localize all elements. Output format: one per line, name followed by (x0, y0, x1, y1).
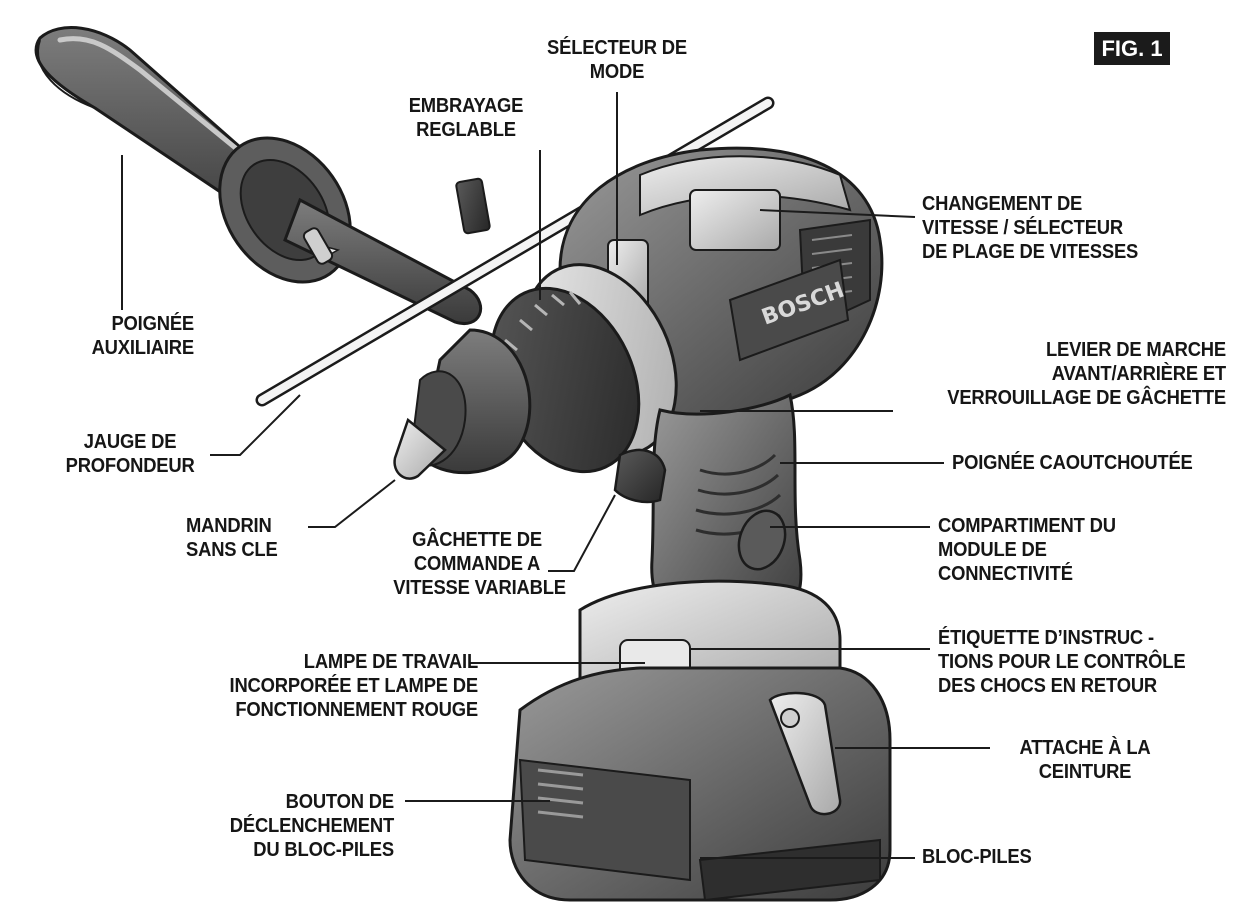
label-line: LAMPE DE TRAVAIL (303, 651, 478, 673)
mode-selector-label: SÉLECTEUR DE MODE (539, 36, 695, 84)
label-line: FONCTIONNEMENT ROUGE (235, 699, 478, 721)
label-line: DU BLOC-PILES (253, 839, 394, 861)
connectivity-module-label: COMPARTIMENT DU MODULE DE CONNECTIVITÉ (938, 514, 1116, 586)
rubber-grip-label: POIGNÉE CAOUTCHOUTÉE (952, 451, 1193, 475)
label-line: CHANGEMENT DE (922, 193, 1083, 215)
work-light-label: LAMPE DE TRAVAIL INCORPORÉE ET LAMPE DE … (204, 650, 479, 722)
label-line: EMBRAYAGE (408, 95, 524, 117)
label-line: DÉCLENCHEMENT (229, 815, 394, 837)
label-line: SANS CLE (186, 539, 278, 561)
label-line: VERROUILLAGE DE GÂCHETTE (947, 387, 1226, 409)
label-line: DES CHOCS EN RETOUR (938, 675, 1158, 697)
figure-label: FIG. 1 (1094, 32, 1170, 65)
kickback-instruction-label: ÉTIQUETTE D’INSTRUC - TIONS POUR LE CONT… (938, 626, 1186, 698)
depth-gauge-label: JAUGE DE PROFONDEUR (66, 430, 195, 478)
label-line: ÉTIQUETTE D’INSTRUC - (938, 627, 1154, 649)
chuck-leader (308, 479, 396, 528)
label-line: TIONS POUR LE CONTRÔLE (938, 651, 1186, 673)
label-line: INCORPORÉE ET LAMPE DE (229, 675, 479, 697)
label-line: ATTACHE À LA (1019, 737, 1151, 759)
speed-change-label: CHANGEMENT DE VITESSE / SÉLECTEUR DE PLA… (922, 192, 1138, 264)
label-line: BLOC-PILES (922, 846, 1032, 868)
belt-clip-label: ATTACHE À LA CEINTURE (1010, 736, 1159, 784)
label-line: GÂCHETTE DE (412, 529, 542, 551)
battery-pack (508, 579, 892, 902)
trigger-leader (548, 494, 616, 572)
label-line: MANDRIN (186, 515, 272, 537)
grip-handle (613, 392, 803, 627)
forward-reverse-lever-label: LEVIER DE MARCHE AVANT/ARRIÈRE ET VERROU… (926, 338, 1226, 410)
battery-release-label: BOUTON DE DÉCLENCHEMENT DU BLOC-PILES (214, 790, 394, 862)
label-line: MODE (589, 61, 645, 83)
label-line: CONNECTIVITÉ (938, 563, 1073, 585)
label-line: MODULE DE (938, 539, 1047, 561)
variable-speed-trigger-label: GÂCHETTE DE COMMANDE A VITESSE VARIABLE (393, 528, 566, 600)
label-line: DE PLAGE DE VITESSES (922, 241, 1139, 263)
keyless-chuck (393, 328, 532, 480)
label-line: POIGNÉE (111, 313, 194, 335)
label-line: PROFONDEUR (65, 455, 195, 477)
label-line: CEINTURE (1038, 761, 1132, 783)
label-line: AUXILIAIRE (91, 337, 195, 359)
speed-change-leader (759, 209, 916, 218)
label-line: COMPARTIMENT DU (938, 515, 1116, 537)
depth-gauge-leader (210, 394, 301, 456)
auxiliary-handle (34, 26, 491, 325)
label-line: AVANT/ARRIÈRE ET (1051, 363, 1226, 385)
label-line: POIGNÉE CAOUTCHOUTÉE (952, 452, 1193, 474)
label-line: BOUTON DE (285, 791, 395, 813)
label-line: COMMANDE A (413, 553, 541, 575)
label-line: VITESSE VARIABLE (393, 577, 566, 599)
label-line: REGLABLE (416, 119, 516, 141)
label-line: VITESSE / SÉLECTEUR (922, 217, 1123, 239)
label-line: SÉLECTEUR DE (547, 37, 687, 59)
adjustable-clutch-label: EMBRAYAGE REGLABLE (398, 94, 534, 142)
keyless-chuck-label: MANDRIN SANS CLE (186, 514, 278, 562)
auxiliary-handle-label: POIGNÉE AUXILIAIRE (52, 312, 195, 360)
label-line: LEVIER DE MARCHE (1045, 339, 1226, 361)
label-line: JAUGE DE (83, 431, 177, 453)
battery-pack-label: BLOC-PILES (922, 845, 1032, 869)
